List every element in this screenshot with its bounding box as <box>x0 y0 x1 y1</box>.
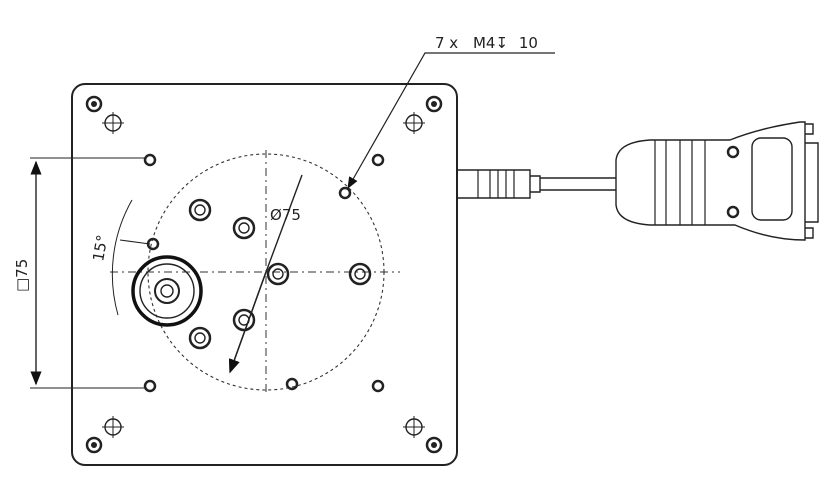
square-pattern-holes <box>143 153 385 393</box>
pcd-dimension-label: Ø75 <box>270 206 301 224</box>
base-plate <box>71 83 458 466</box>
square-dimension-label: □75 <box>13 259 31 292</box>
centerlines <box>110 150 400 395</box>
corner-holes <box>85 95 443 454</box>
thread-callout-label: 7 x M4↧ 10 <box>435 34 538 52</box>
angle-dimension-arc <box>111 199 133 316</box>
thread-callout-leader <box>347 52 555 190</box>
angle-label: 15° <box>89 233 111 262</box>
square-dimension <box>30 157 145 389</box>
d-sub-connector <box>615 121 819 241</box>
shaft-bore <box>131 255 203 327</box>
cable-assembly <box>457 169 616 199</box>
